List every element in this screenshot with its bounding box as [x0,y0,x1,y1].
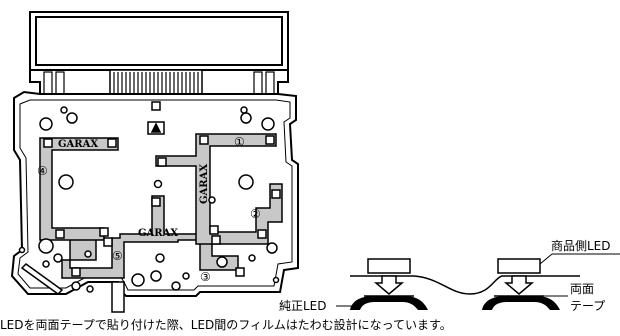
marker-2: ② [250,207,261,221]
arrow-right-icon [503,275,535,295]
figure-caption: LEDを両面テープで貼り付けた際、LED間のフィルムはたわむ設計になっています。 [0,318,452,332]
led-pads [43,101,281,277]
marker-4: ④ [37,164,48,178]
center-component [147,121,165,135]
led-film-trace-right [155,133,283,245]
marker-3: ③ [200,270,211,284]
brand-mark-vertical: GARAX [199,164,210,204]
genuine-led-right [482,296,560,310]
marker-1: ① [234,135,245,149]
marker-5: ⑤ [112,249,123,263]
connector-pins [43,69,275,97]
brand-mark-top: GARAX [58,139,98,150]
ribbon-cable [20,263,125,313]
genuine-led-left [350,296,428,310]
brand-mark-bottom: GARAX [138,228,178,239]
cross-section-detail [336,253,620,310]
pcb-inner-edge [17,99,293,291]
label-tape-1: 両面 [570,282,594,296]
flexible-film [350,275,580,295]
leader-product-led [539,253,553,265]
product-led-left [367,258,411,274]
label-product-led: 商品側LED [551,238,611,253]
product-led-right [497,258,541,274]
top-housing [29,11,289,95]
mounting-holes [18,106,280,293]
label-tape-2: テープ [570,299,605,313]
arrow-left-icon [373,275,405,295]
label-genuine-led: 純正LED [279,299,327,313]
